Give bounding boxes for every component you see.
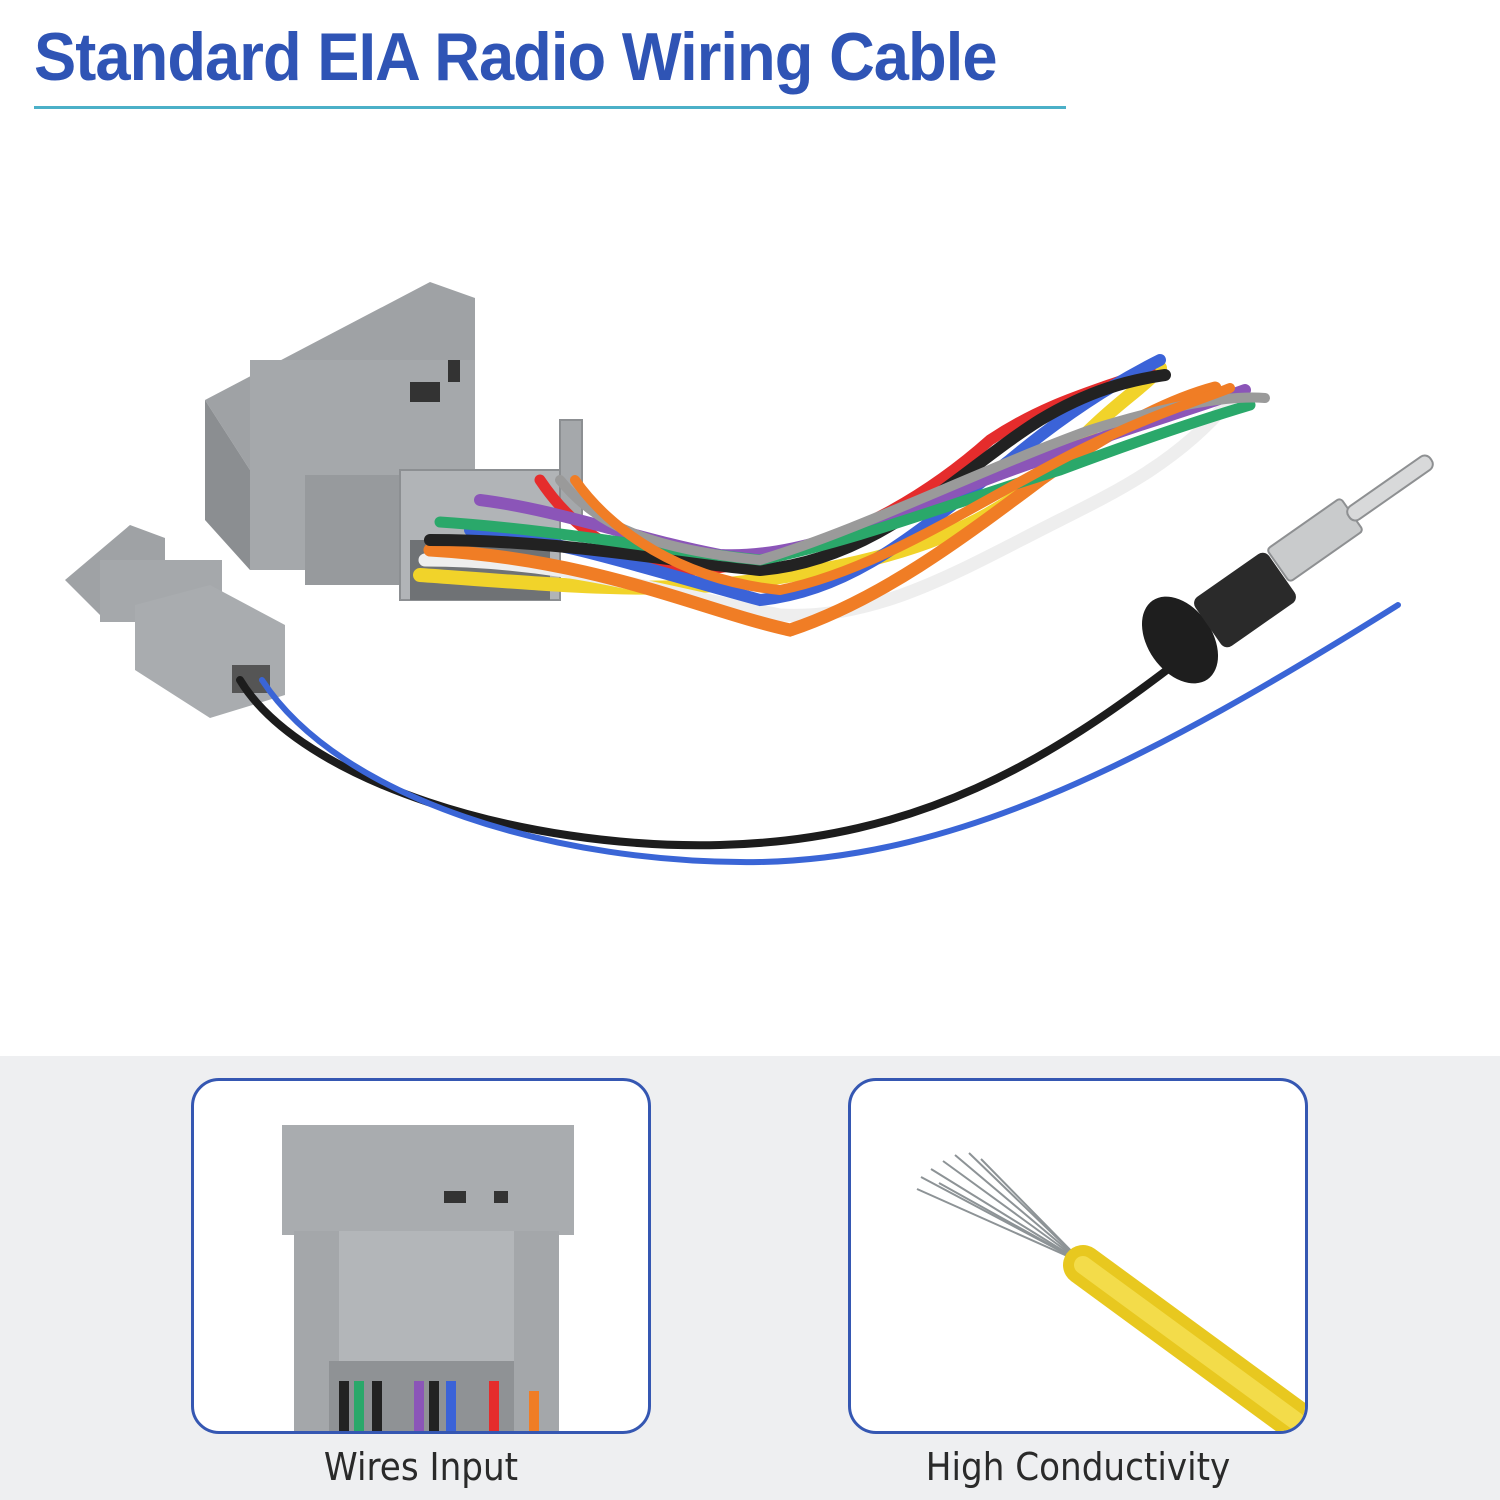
page-title: Standard EIA Radio Wiring Cable: [34, 19, 998, 95]
caption-wires-input: Wires Input: [323, 1445, 519, 1489]
wiring-harness-illustration: [65, 282, 1434, 866]
stripped-wire-image: [916, 1152, 1305, 1431]
title-underline: [34, 106, 1066, 109]
antenna-cable: [236, 602, 1401, 866]
antenna-plug: [1141, 454, 1434, 684]
feature-card-wires-input: [191, 1078, 651, 1434]
wire-bundle: [413, 354, 1270, 637]
feature-card-high-conductivity: [848, 1078, 1308, 1434]
caption-high-conductivity: High Conductivity: [925, 1445, 1231, 1489]
main-connector: [205, 282, 583, 601]
connector-closeup-image: [282, 1125, 574, 1431]
